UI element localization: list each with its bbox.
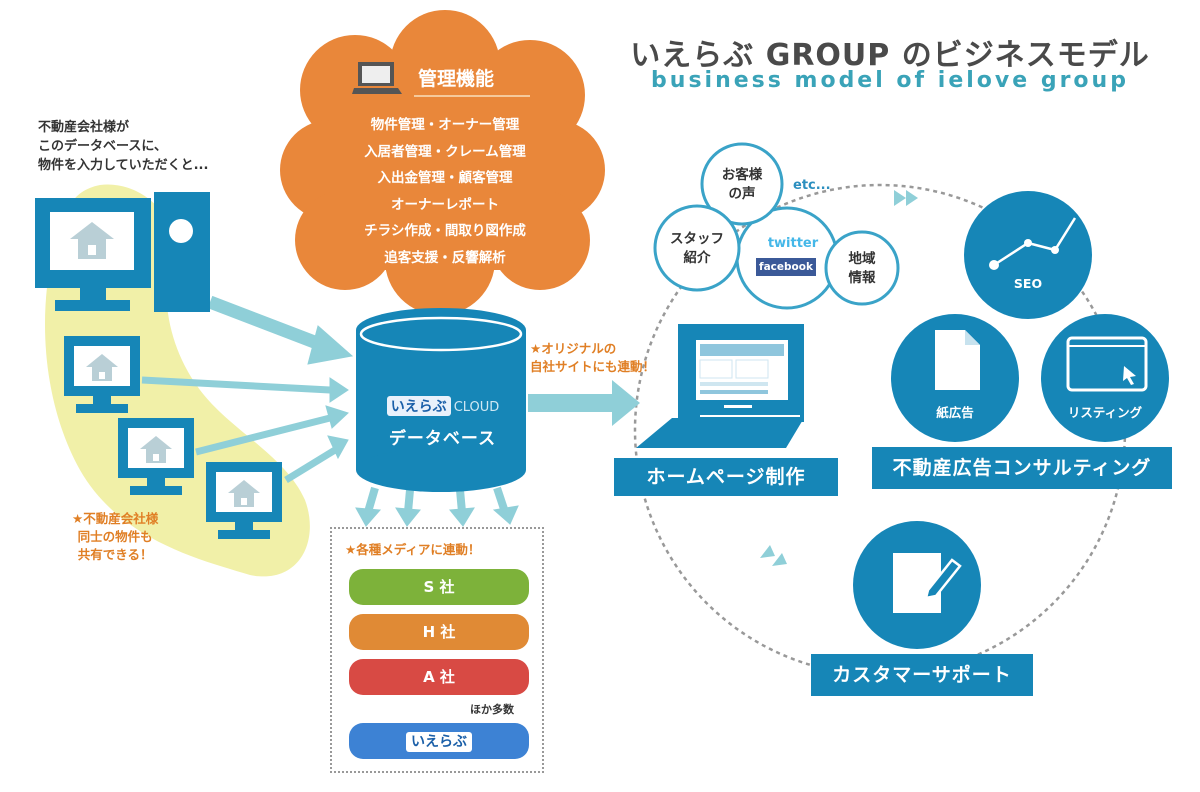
- media-box: [330, 527, 544, 773]
- homepage-label: ホームページ制作: [614, 458, 838, 496]
- house-icon: [140, 436, 172, 463]
- note-pencil-icon: [893, 553, 962, 613]
- monitor-icon: [206, 462, 282, 539]
- bubble-staff-intro: スタッフ 紹介: [670, 231, 724, 266]
- intro-text: 不動産会社様が このデータベースに、 物件を入力していただくと...: [38, 120, 209, 173]
- media-item-a: A 社: [349, 659, 529, 695]
- input-arrows: [141, 295, 354, 483]
- ielove-brand: いえらぶ: [386, 396, 451, 416]
- paper-ad-circle: [891, 314, 1019, 442]
- db-to-media-arrows: [355, 486, 519, 527]
- laptop-website-icon: [636, 324, 804, 448]
- laptop-icon: [352, 62, 402, 94]
- seo-label: SEO: [1013, 276, 1043, 291]
- support-circle: [853, 521, 981, 649]
- others-label: ほか多数: [470, 703, 514, 716]
- bubble-local-info: 地域 情報: [848, 251, 876, 286]
- support-label: カスタマーサポート: [811, 654, 1033, 696]
- media-heading: ★各種メディアに連動！: [345, 542, 481, 557]
- feature-item: 追客支援・反響解析: [384, 249, 506, 266]
- cycle-arrow-bottom-icon: [760, 545, 787, 566]
- media-item-s: S 社: [349, 569, 529, 605]
- ielove-brand: いえらぶ: [406, 732, 472, 752]
- chart-line-icon: [989, 217, 1077, 270]
- database-label: データベース: [388, 429, 497, 449]
- paper-ad-label: 紙広告: [936, 405, 974, 420]
- management-cloud: [280, 10, 605, 328]
- monitor-icon: [64, 336, 140, 413]
- db-to-homepage-arrow: [528, 380, 640, 426]
- browser-cursor-icon: [1066, 336, 1148, 392]
- desktop-computer-icon: [35, 192, 210, 312]
- feature-item: 入居者管理・クレーム管理: [364, 143, 526, 160]
- feature-item: 物件管理・オーナー管理: [370, 117, 520, 133]
- monitor-icon: [118, 418, 194, 495]
- listing-label: リスティング: [1067, 405, 1143, 420]
- page-title: いえらぶ GROUP のビジネスモデル: [630, 38, 1150, 73]
- share-note: ★不動産会社様 同士の物件も 共有できる！: [72, 511, 159, 562]
- house-icon: [228, 480, 260, 507]
- consulting-label: 不動産広告コンサルティング: [872, 447, 1172, 489]
- cycle-arrow-top-icon: [894, 190, 918, 206]
- listing-circle: [1041, 314, 1169, 442]
- house-icon: [70, 222, 114, 259]
- page-subtitle: business model of ielove group: [651, 68, 1129, 93]
- etc-label: etc...: [793, 178, 831, 193]
- seo-circle: [964, 191, 1092, 319]
- feature-item: チラシ作成・間取り図作成: [364, 223, 526, 239]
- site-sync-note: ★オリジナルの 自社サイトにも連動！: [530, 341, 656, 374]
- bubble-customer-voice: お客様 の声: [721, 167, 763, 202]
- facebook-logo: facebook: [756, 258, 816, 276]
- feature-item: 入出金管理・顧客管理: [377, 170, 513, 186]
- media-item-ielove: いえらぶ: [349, 723, 529, 759]
- twitter-logo: twitter: [767, 236, 819, 251]
- management-features: 物件管理・オーナー管理 入居者管理・クレーム管理 入出金管理・顧客管理 オーナー…: [300, 112, 590, 271]
- cloud-label: CLOUD: [453, 400, 500, 415]
- media-item-h: H 社: [349, 614, 529, 650]
- management-title: 管理機能: [418, 68, 495, 90]
- house-icon: [86, 354, 118, 381]
- feature-item: オーナーレポート: [391, 196, 499, 213]
